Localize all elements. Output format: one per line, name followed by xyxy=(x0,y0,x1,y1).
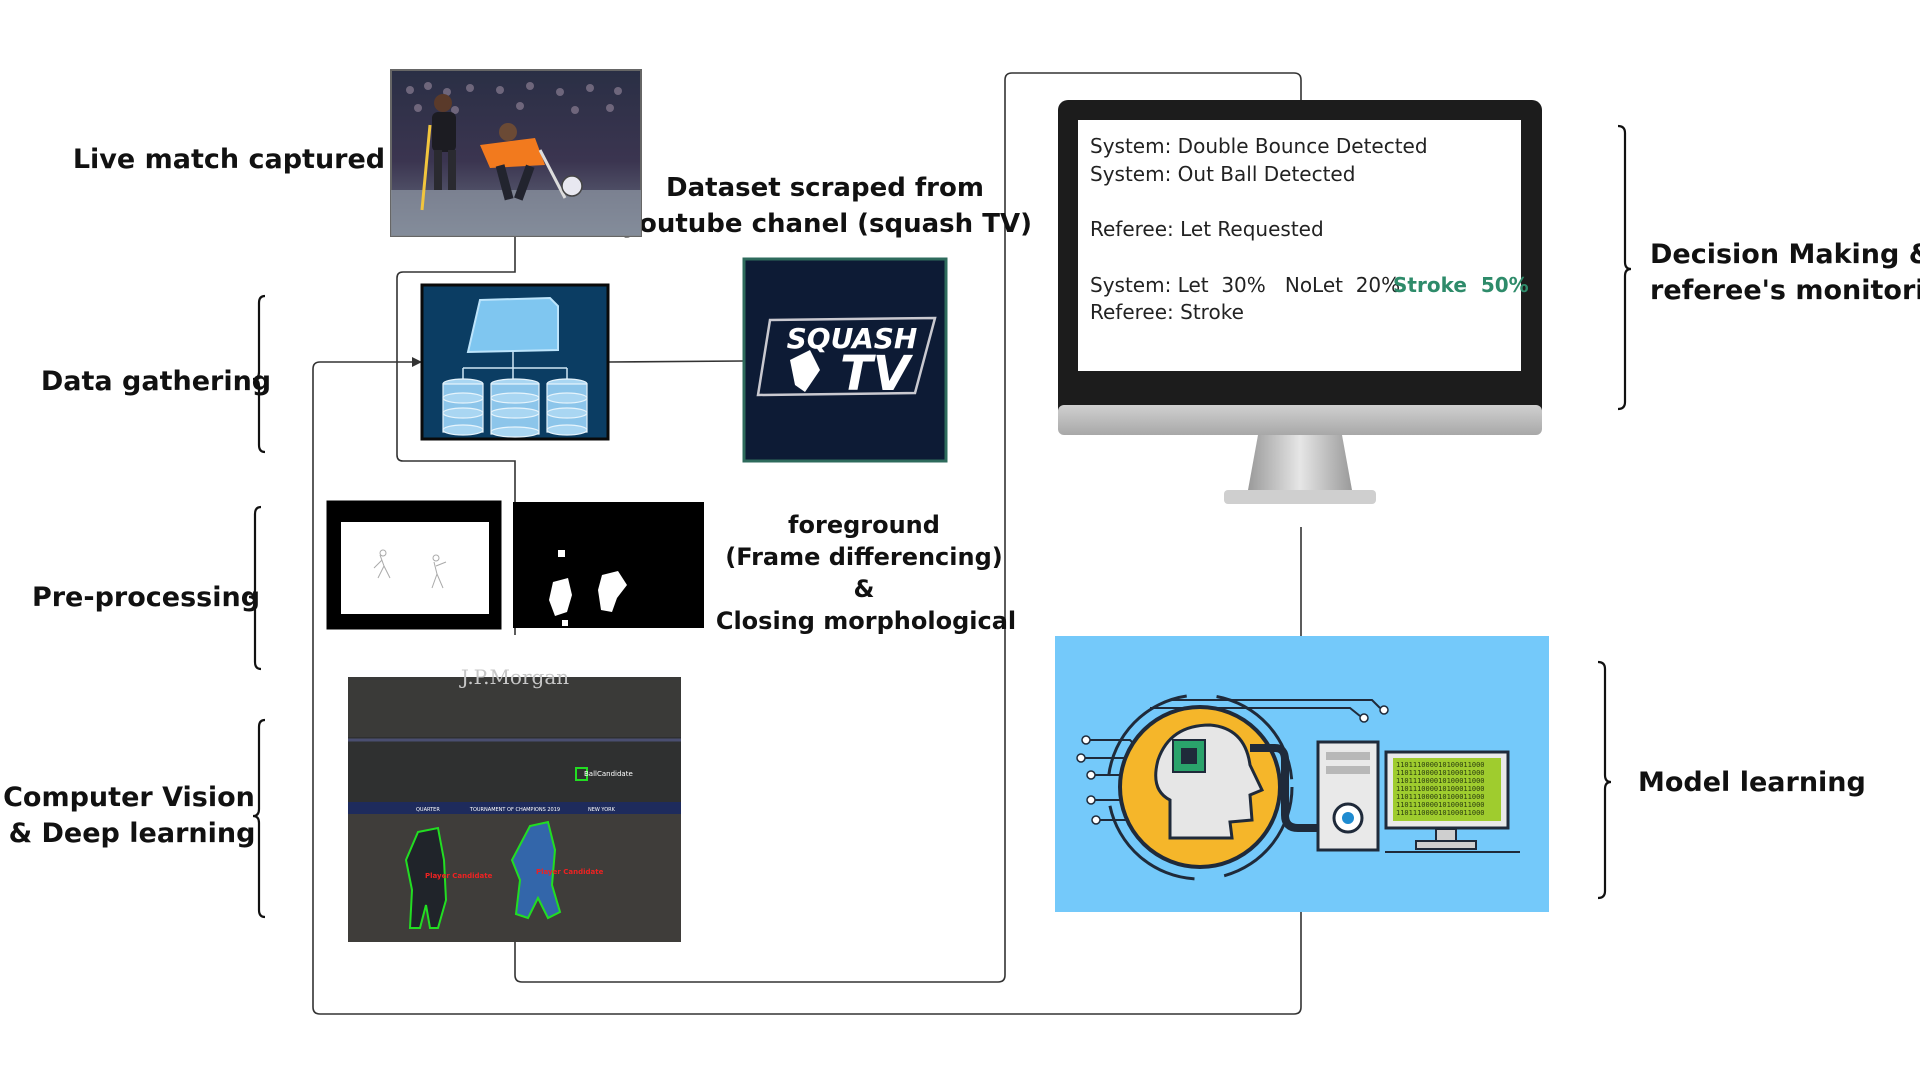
preprocess-caption-line2: (Frame differencing) xyxy=(725,543,1003,571)
cv-player2-box: Player Candidate xyxy=(510,820,604,920)
cv-banner-center: TOURNAMENT OF CHAMPIONS 2019 xyxy=(469,807,560,813)
label-decision-line1: Decision Making & xyxy=(1650,239,1920,270)
screen-line-2: System: Out Ball Detected xyxy=(1090,162,1355,186)
cv-ball-label: BallCandidate xyxy=(584,770,633,778)
connector-live-to-db xyxy=(396,237,516,635)
computer-vision-frame: J.P.Morgan QUARTER TOURNAMENT OF CHAMPIO… xyxy=(348,665,681,942)
player-orange-figure xyxy=(480,123,567,201)
screen-line-3: Referee: Let Requested xyxy=(1090,217,1324,241)
brace-computer-vision xyxy=(252,718,266,919)
cv-jpmorgan-text: J.P.Morgan xyxy=(459,665,569,689)
preprocess-frame-diff xyxy=(326,500,502,630)
squash-tv-logo: SQUASH TV xyxy=(742,257,948,463)
preprocess-caption-line4: Closing morphological xyxy=(716,607,1016,635)
binary-row: 110111000010100011000 xyxy=(1396,801,1485,809)
dataset-caption-line2: youtube chanel (squash TV) xyxy=(622,209,1032,239)
label-decision-line2: referee's monitoring xyxy=(1650,275,1920,306)
binary-row: 110111000010100011000 xyxy=(1396,761,1485,769)
cv-banner-right: NEW YORK xyxy=(588,807,616,813)
database-cylinders-icon xyxy=(442,378,588,438)
label-cv-line1: Computer Vision xyxy=(3,782,255,813)
binary-row: 110111000010100011000 xyxy=(1396,769,1485,777)
folder-icon xyxy=(466,296,559,354)
connector-lines xyxy=(312,72,1302,1015)
screen-line-1: System: Double Bounce Detected xyxy=(1090,134,1428,158)
monitor: System: Double Bounce Detected System: O… xyxy=(1058,100,1542,504)
label-data-gathering: Data gathering xyxy=(41,366,271,397)
screen-line-4: System: Let 30% NoLet 20% Stroke 50% xyxy=(1090,273,1529,297)
preprocess-morph-mask xyxy=(513,502,704,628)
arrowhead-into-db xyxy=(412,357,422,367)
binary-row: 110111000010100011000 xyxy=(1396,809,1485,817)
cv-player1-label: Player Candidate xyxy=(425,872,493,880)
label-live-match: Live match captured xyxy=(73,144,385,175)
computer-monitor-icon: 110111000010100011000 110111000010100011… xyxy=(1384,750,1510,850)
player-dark-figure xyxy=(420,94,456,211)
binary-row: 110111000010100011000 xyxy=(1396,785,1485,793)
model-learning-panel: 110111000010100011000 110111000010100011… xyxy=(1055,636,1549,912)
cv-banner-left: QUARTER xyxy=(416,807,440,813)
cv-player2-label: Player Candidate xyxy=(536,868,604,876)
connector-feedback-loop xyxy=(312,361,1302,1015)
dataset-caption: Dataset scraped from youtube chanel (squ… xyxy=(622,173,1032,239)
screen-line-4-prefix: System: Let 30% NoLet 20% xyxy=(1090,273,1400,297)
preprocess-caption: foreground (Frame differencing) & Closin… xyxy=(716,511,1016,635)
preprocess-caption-line3: & xyxy=(854,575,875,603)
brace-preprocessing xyxy=(248,505,262,671)
label-preprocessing: Pre-processing xyxy=(32,582,260,613)
binary-row: 110111000010100011000 xyxy=(1396,777,1485,785)
connector-db-to-squashtv xyxy=(608,360,744,363)
binary-code: 110111000010100011000 110111000010100011… xyxy=(1396,761,1485,817)
stage-labels: Live match captured Data gathering Pre-p… xyxy=(3,144,1920,849)
connector-cv-to-monitor xyxy=(514,72,1302,983)
binary-row: 110111000010100011000 xyxy=(1396,793,1485,801)
brace-decision-making xyxy=(1617,124,1632,411)
squash-tv-word-squash: SQUASH xyxy=(787,322,918,355)
label-cv-line2: & Deep learning xyxy=(9,818,256,849)
computer-tower-icon xyxy=(1316,740,1380,852)
braces xyxy=(248,124,1632,919)
live-match-photo xyxy=(390,69,642,237)
cv-player1-box: Player Candidate xyxy=(404,826,493,929)
database-panel xyxy=(420,283,610,441)
squash-tv-word-tv: TV xyxy=(840,346,914,402)
dataset-caption-line1: Dataset scraped from xyxy=(666,173,984,203)
label-model-learning: Model learning xyxy=(1638,767,1866,798)
monitor-screen: System: Double Bounce Detected System: O… xyxy=(1090,134,1529,324)
screen-line-5: Referee: Stroke xyxy=(1090,300,1244,324)
screen-line-4-stroke: Stroke 50% xyxy=(1393,273,1529,297)
brace-data-gathering xyxy=(252,294,266,454)
squash-player-icon xyxy=(790,350,820,392)
brace-model-learning xyxy=(1597,660,1612,900)
preprocess-caption-line1: foreground xyxy=(788,511,940,539)
